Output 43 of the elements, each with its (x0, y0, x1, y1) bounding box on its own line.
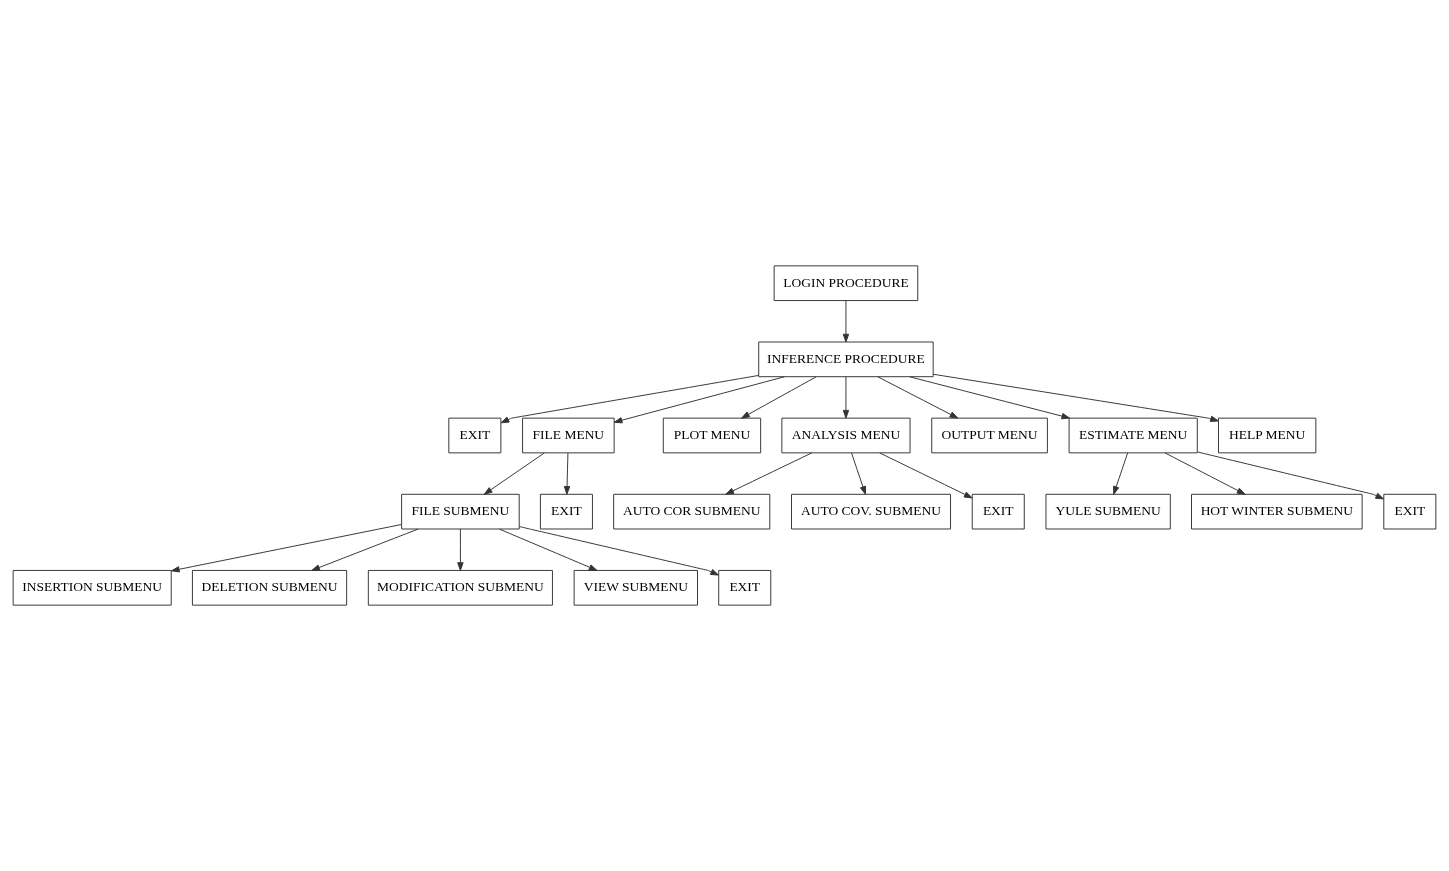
arrow (457, 528, 464, 571)
node-box: PLOT MENU (662, 417, 762, 454)
arrow (842, 300, 850, 343)
node-box: HELP MENU (1218, 417, 1317, 454)
arrow (498, 528, 598, 571)
node-box: VIEW SUBMENU (573, 569, 698, 606)
node-box: OUTPUT MENU (931, 417, 1048, 454)
node-box: FILE MENU (522, 417, 615, 454)
arrow (932, 373, 1219, 422)
node-box: EXIT (539, 493, 593, 530)
node-box: EXIT (448, 417, 502, 454)
node-box: FILE SUBMENU (401, 493, 520, 530)
arrow (500, 374, 759, 424)
arrow (1197, 451, 1385, 500)
arrow (171, 524, 402, 573)
node-box: EXIT (1383, 493, 1437, 530)
arrow (1164, 452, 1246, 495)
node-box: INFERENCE PROCEDURE (758, 341, 934, 378)
arrow (879, 452, 973, 499)
node-box: ESTIMATE MENU (1068, 417, 1198, 454)
arrow (1113, 452, 1129, 495)
arrow (518, 526, 719, 576)
node-box: YULE SUBMENU (1045, 493, 1171, 530)
node-box: INSERTION SUBMENU (12, 569, 172, 606)
node-box: MODIFICATION SUBMENU (367, 569, 553, 606)
arrow (909, 376, 1071, 420)
node-box: ANALYSIS MENU (781, 417, 911, 454)
arrow (483, 452, 545, 495)
arrow (725, 452, 813, 495)
arrow (613, 376, 785, 424)
node-box: EXIT (718, 569, 772, 606)
node-box: HOT WINTER SUBMENU (1191, 493, 1363, 530)
arrow (851, 452, 867, 495)
arrow (842, 376, 850, 419)
node-box: AUTO COR SUBMENU (613, 493, 771, 530)
node-box: LOGIN PROCEDURE (773, 265, 919, 302)
arrow (311, 528, 419, 571)
arrow (741, 376, 817, 419)
node-box: EXIT (971, 493, 1025, 530)
node-box: DELETION SUBMENU (191, 569, 348, 606)
arrow (877, 376, 959, 419)
node-box: AUTO COV. SUBMENU (791, 493, 951, 530)
arrow (563, 452, 571, 495)
